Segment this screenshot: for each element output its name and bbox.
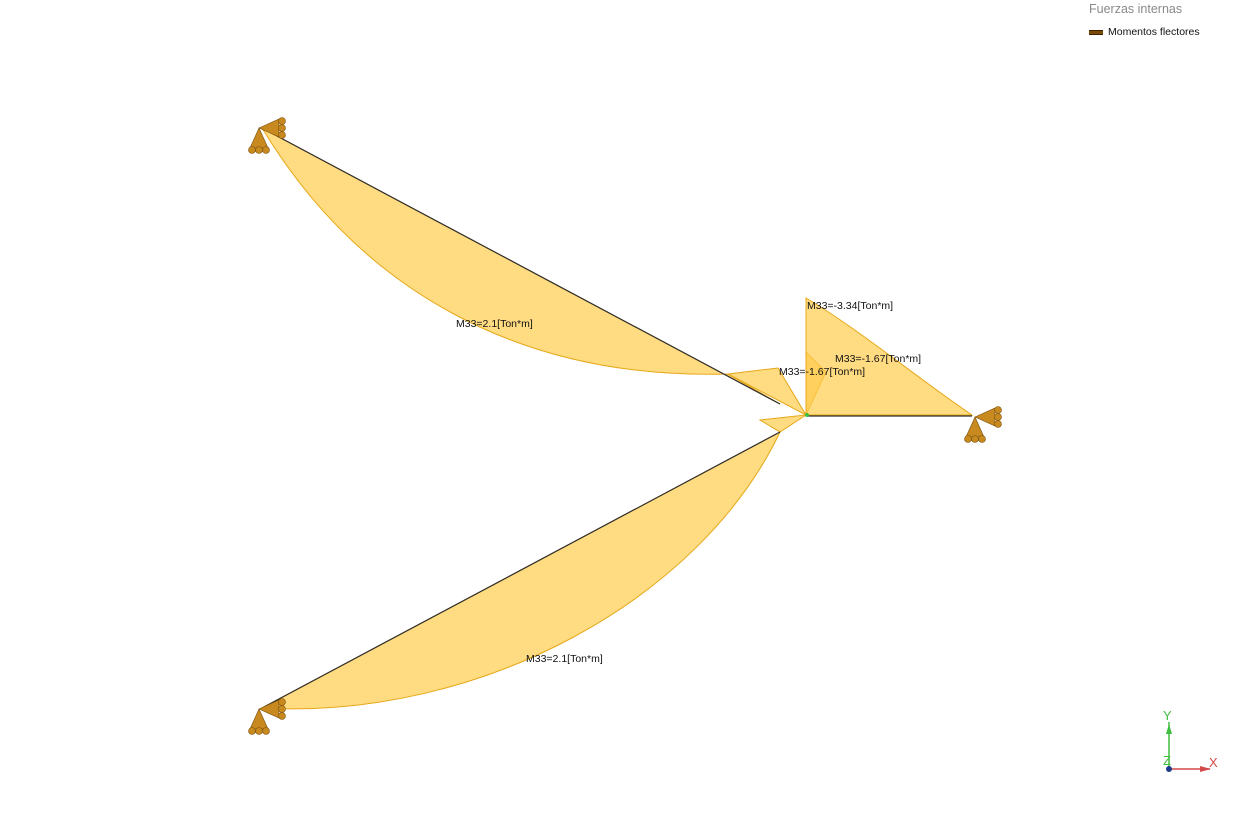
support-right[interactable]: [964, 406, 1002, 443]
moment-label-upper-diagonal: M33=2.1[Ton*m]: [456, 318, 533, 330]
joint-moment-wedge-lower: [758, 414, 807, 433]
legend-swatch: [1089, 30, 1103, 35]
joint-moment-wedge-left: [726, 367, 808, 417]
moment-label-joint-left: M33=-1.67[Ton*m]: [779, 366, 865, 378]
legend: Fuerzas internas Momentos flectores: [1089, 1, 1229, 38]
axis-origin: [1166, 766, 1172, 772]
x-axis-label: X: [1209, 755, 1218, 770]
moment-label-lower-diagonal: M33=2.1[Ton*m]: [526, 653, 603, 665]
moment-label-horizontal-right: M33=-1.67[Ton*m]: [835, 353, 921, 365]
support-bottom-left[interactable]: [248, 698, 286, 735]
z-axis-label: Z: [1163, 753, 1171, 768]
upper-diagonal-member[interactable]: [261, 127, 781, 405]
y-axis-arrow-icon: [1166, 724, 1172, 734]
legend-item-label: Momentos flectores: [1108, 26, 1200, 38]
moment-label-vertical-top: M33=-3.34[Ton*m]: [807, 300, 893, 312]
lower-diagonal-member[interactable]: [261, 431, 781, 709]
horizontal-member-moment-area: [805, 297, 974, 416]
central-joint-node[interactable]: [805, 413, 809, 417]
x-axis-arrow-icon: [1200, 766, 1211, 772]
y-axis-label: Y: [1163, 708, 1172, 723]
axis-triad: Y Z X: [1163, 708, 1218, 772]
support-top-left[interactable]: [248, 117, 286, 154]
legend-title: Fuerzas internas: [1089, 2, 1183, 16]
